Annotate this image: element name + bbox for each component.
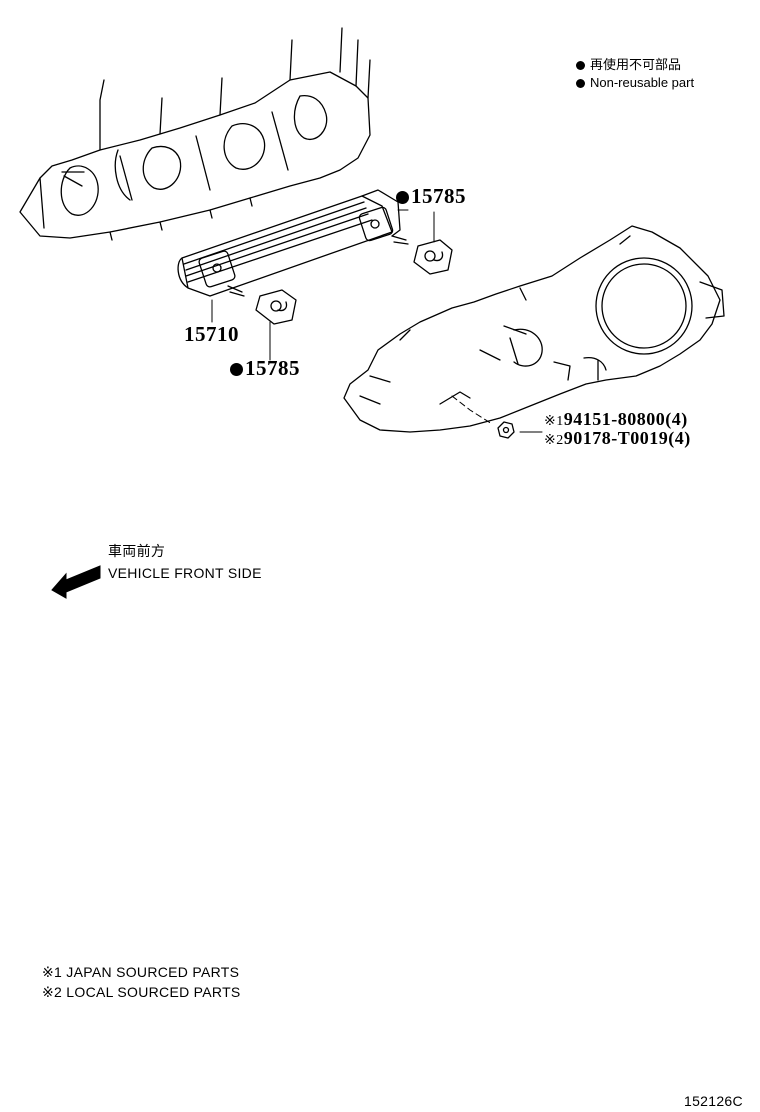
part-label-gasket-upper[interactable]: 15785 xyxy=(396,186,466,207)
engine-block-drawing xyxy=(19,27,371,241)
legend-japanese-text: 再使用不可部品 xyxy=(590,57,682,72)
part-label-nut-local[interactable]: ※290178-T0019(4) xyxy=(544,429,691,448)
bullet-icon xyxy=(576,61,585,71)
gasket-lower-drawing xyxy=(255,289,297,325)
direction-label-japanese: 車両前方 xyxy=(108,543,166,559)
non-reusable-dot-icon xyxy=(230,363,243,376)
legend-line-japanese: 再使用不可部品 xyxy=(576,58,681,71)
vehicle-front-arrow xyxy=(51,565,101,599)
part-label-gasket-lower[interactable]: 15785 xyxy=(230,358,300,379)
footnote-local-sourced: ※2 LOCAL SOURCED PARTS xyxy=(42,984,241,1000)
legend-english-text: Non-reusable part xyxy=(590,75,695,90)
part-number-gasket-lower: 15785 xyxy=(245,356,300,380)
part-label-nut-japan[interactable]: ※194151-80800(4) xyxy=(544,410,688,429)
nut-drawing xyxy=(497,421,515,439)
legend-line-english: Non-reusable part xyxy=(576,76,694,89)
part-number-gasket-upper: 15785 xyxy=(411,184,466,208)
footnote-japan-sourced: ※1 JAPAN SOURCED PARTS xyxy=(42,964,240,980)
non-reusable-dot-icon xyxy=(396,191,409,204)
ref-mark-2: ※2 xyxy=(544,433,564,448)
oil-cooler-drawing xyxy=(177,189,409,297)
bullet-icon xyxy=(576,79,585,89)
part-number-oil-cooler: 15710 xyxy=(184,322,239,346)
direction-label-english: VEHICLE FRONT SIDE xyxy=(108,565,262,581)
oil-pump-housing-drawing xyxy=(343,225,725,433)
ref-mark-1: ※1 xyxy=(544,414,564,429)
part-label-oil-cooler[interactable]: 15710 xyxy=(184,324,239,345)
part-number-nut-local: 90178-T0019(4) xyxy=(563,428,691,448)
leader-lines xyxy=(211,209,543,433)
figure-id: 152126C xyxy=(684,1093,743,1109)
part-number-nut-japan: 94151-80800(4) xyxy=(563,409,688,429)
gasket-upper-drawing xyxy=(413,239,453,275)
